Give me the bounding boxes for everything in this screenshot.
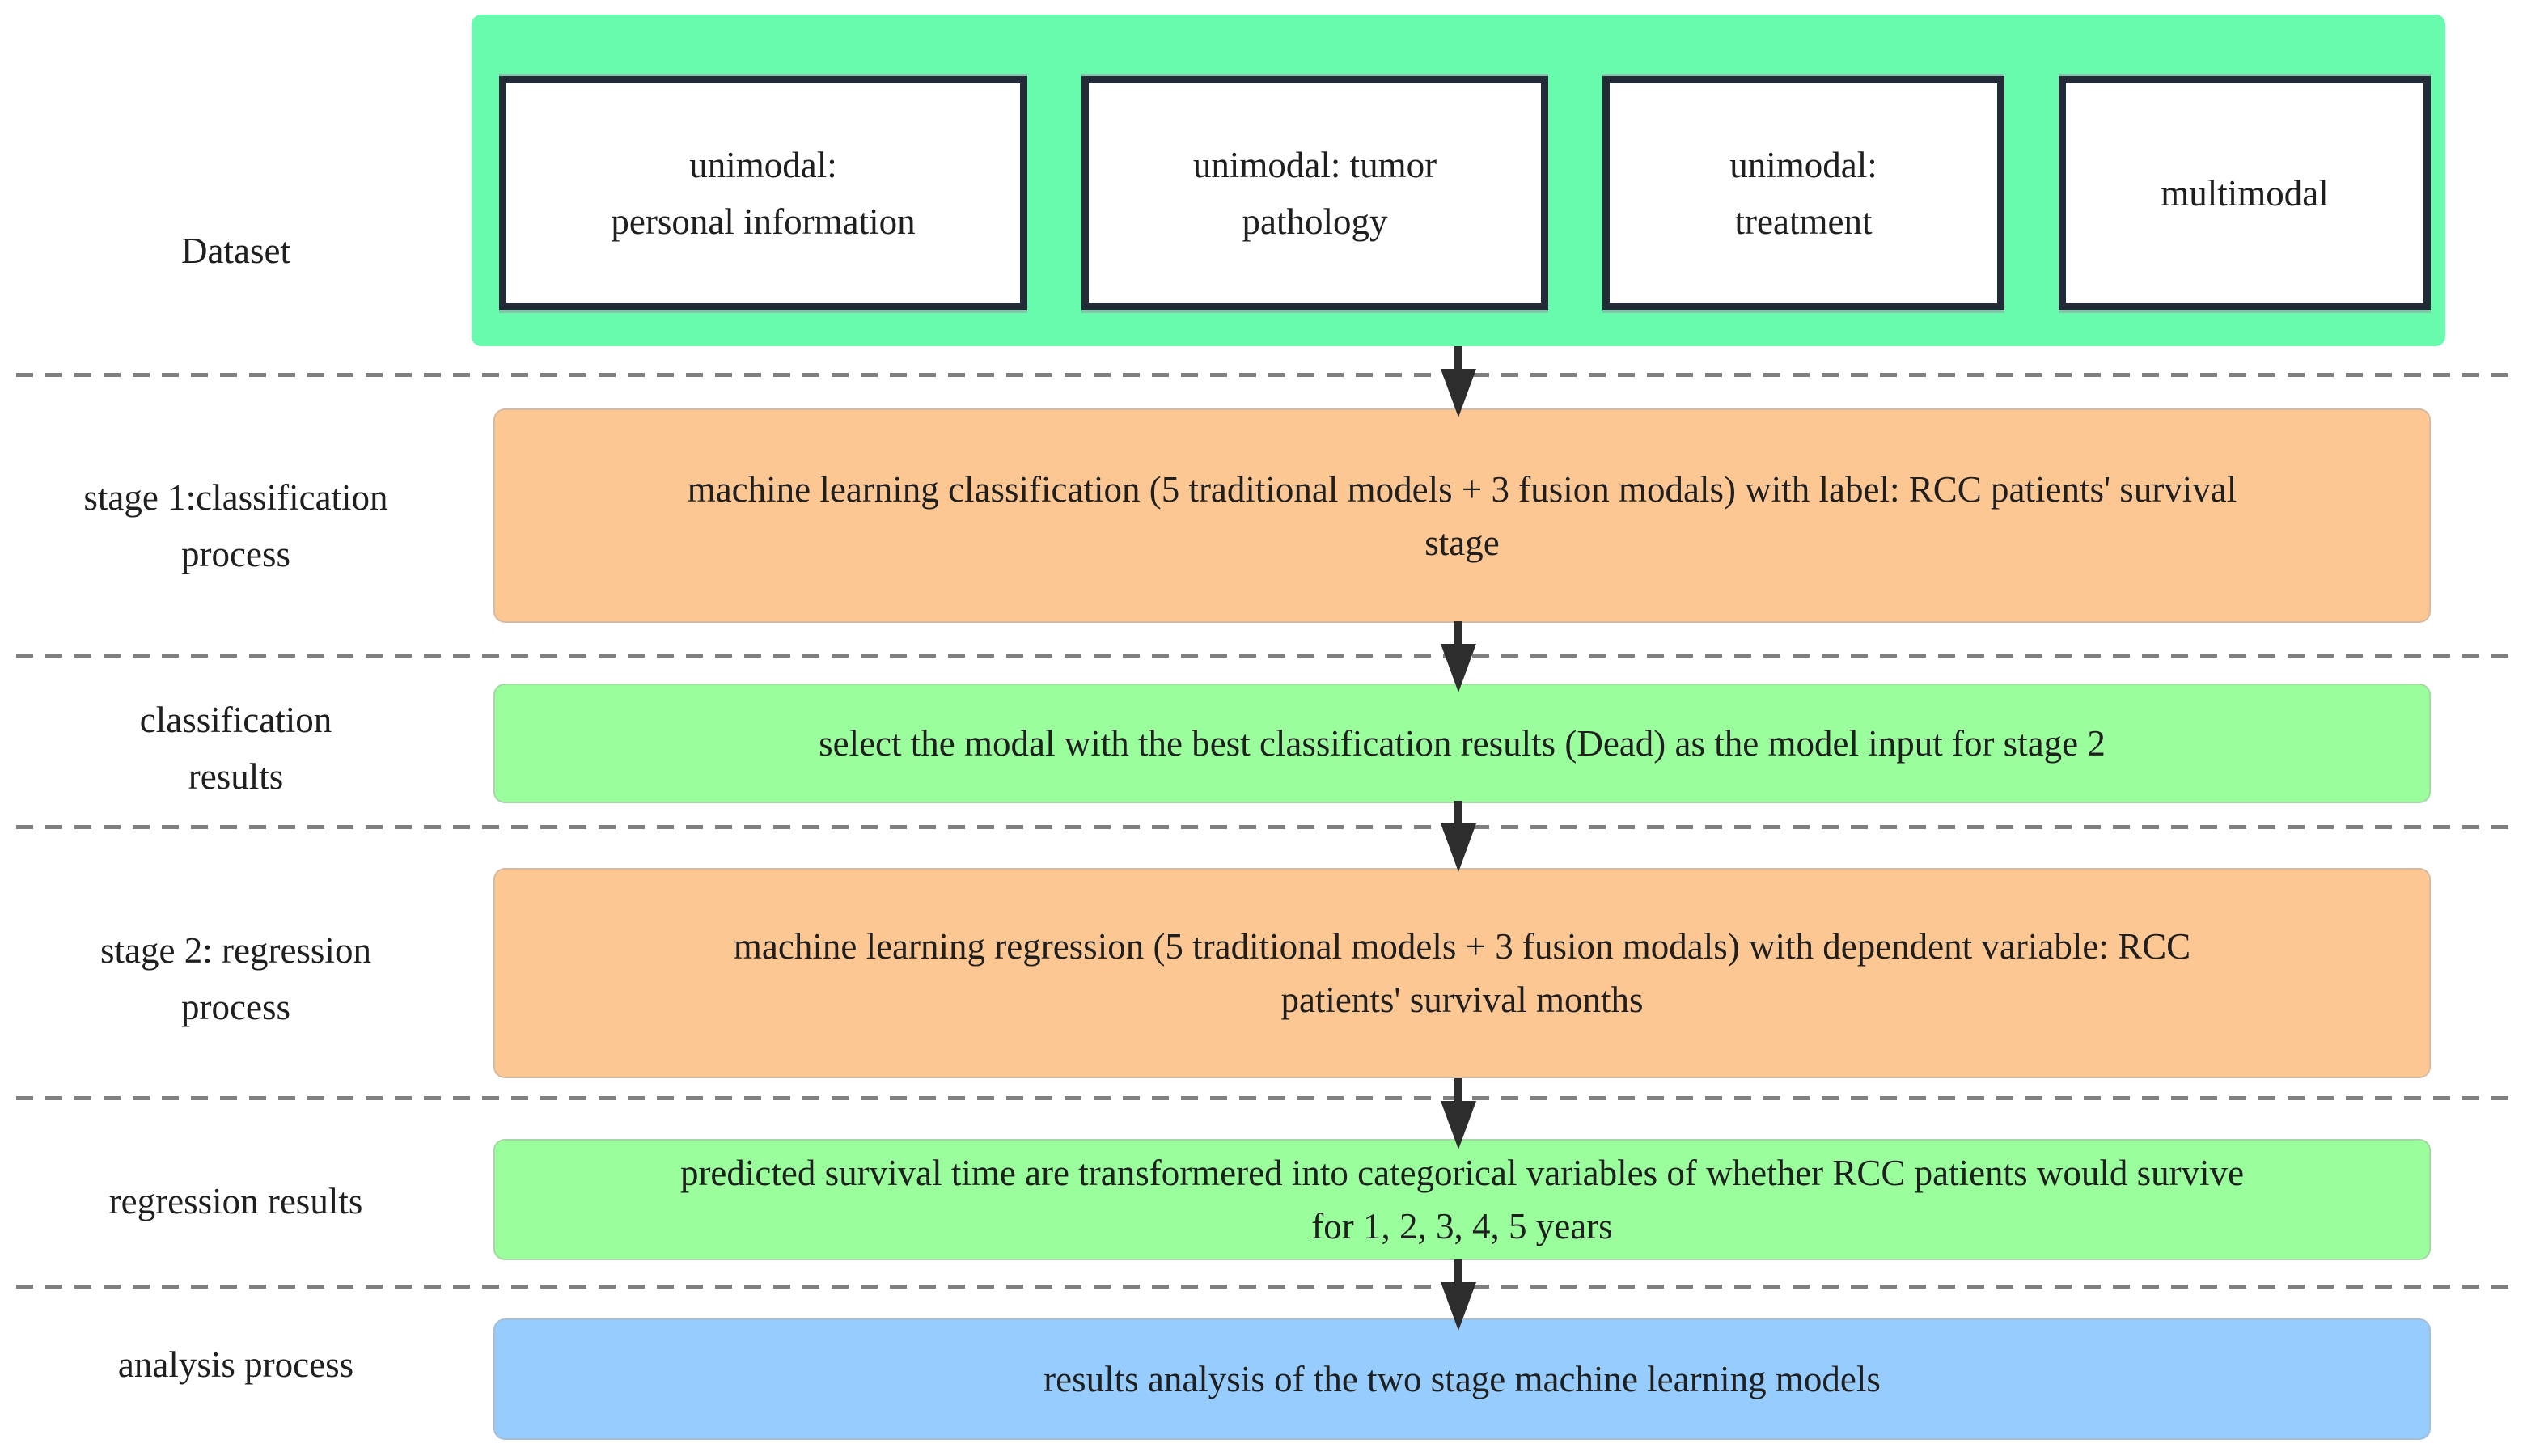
stage1-box-text: machine learning classification (5 tradi…	[687, 468, 2237, 510]
row-label-stage2-regression-process: stage 2: regression process	[0, 922, 472, 1035]
row-label-text: Dataset	[181, 231, 290, 271]
dataset-container: unimodal: personal information unimodal:…	[472, 15, 2445, 346]
row-label-text: stage 1:classification	[83, 477, 388, 518]
dashed-divider-1	[16, 373, 2516, 377]
regression-results-text: for 1, 2, 3, 4, 5 years	[1311, 1206, 1613, 1246]
stage2-box-text: machine learning regression (5 tradition…	[733, 926, 2191, 967]
dashed-divider-5	[16, 1285, 2516, 1289]
down-arrow-icon	[1441, 1259, 1476, 1331]
dataset-box-text: personal information	[611, 201, 916, 242]
regression-results-text: predicted survival time are transformere…	[679, 1153, 2245, 1193]
analysis-box-text: results analysis of the two stage machin…	[1043, 1359, 1881, 1399]
down-arrow-icon	[1441, 1078, 1476, 1149]
stage2-regression-box: machine learning regression (5 tradition…	[493, 868, 2431, 1078]
regression-results-box: predicted survival time are transformere…	[493, 1139, 2431, 1260]
row-label-text: regression results	[108, 1181, 363, 1221]
row-label-text: process	[181, 534, 290, 574]
row-label-regression-results: regression results	[0, 1173, 472, 1230]
stage2-box-text: patients' survival months	[1280, 980, 1644, 1020]
row-label-text: process	[181, 987, 290, 1027]
dataset-box-text: unimodal:	[1729, 144, 1877, 185]
row-label-text: stage 2: regression	[100, 930, 371, 971]
stage1-classification-box: machine learning classification (5 tradi…	[493, 408, 2431, 623]
row-label-text: analysis process	[117, 1344, 354, 1385]
dataset-box-multimodal: multimodal	[2059, 76, 2431, 310]
dashed-divider-4	[16, 1096, 2516, 1100]
down-arrow-icon	[1441, 801, 1476, 872]
dataset-box-text: multimodal	[2161, 172, 2329, 214]
stage1-box-text: stage	[1424, 522, 1500, 563]
dashed-divider-3	[16, 825, 2516, 829]
dataset-box-text: unimodal:	[689, 144, 837, 185]
dataset-box-text: unimodal: tumor	[1192, 144, 1437, 185]
row-label-text: results	[188, 756, 284, 797]
dashed-divider-2	[16, 654, 2516, 658]
classification-results-text: select the modal with the best classific…	[819, 723, 2106, 764]
row-label-text: classification	[139, 700, 332, 740]
analysis-box: results analysis of the two stage machin…	[493, 1318, 2431, 1440]
down-arrow-icon	[1441, 621, 1476, 692]
dataset-box-treatment: unimodal: treatment	[1602, 76, 2004, 310]
dataset-box-personal-information: unimodal: personal information	[499, 76, 1027, 310]
dataset-box-text: pathology	[1242, 201, 1388, 242]
down-arrow-icon	[1441, 346, 1476, 417]
row-label-classification-results: classification results	[0, 692, 472, 805]
classification-results-box: select the modal with the best classific…	[493, 684, 2431, 803]
row-label-analysis-process: analysis process	[0, 1336, 472, 1393]
row-label-stage1-classification-process: stage 1:classification process	[0, 469, 472, 582]
row-label-dataset: Dataset	[0, 222, 472, 279]
dataset-box-text: treatment	[1734, 201, 1873, 242]
dataset-box-tumor-pathology: unimodal: tumor pathology	[1081, 76, 1548, 310]
